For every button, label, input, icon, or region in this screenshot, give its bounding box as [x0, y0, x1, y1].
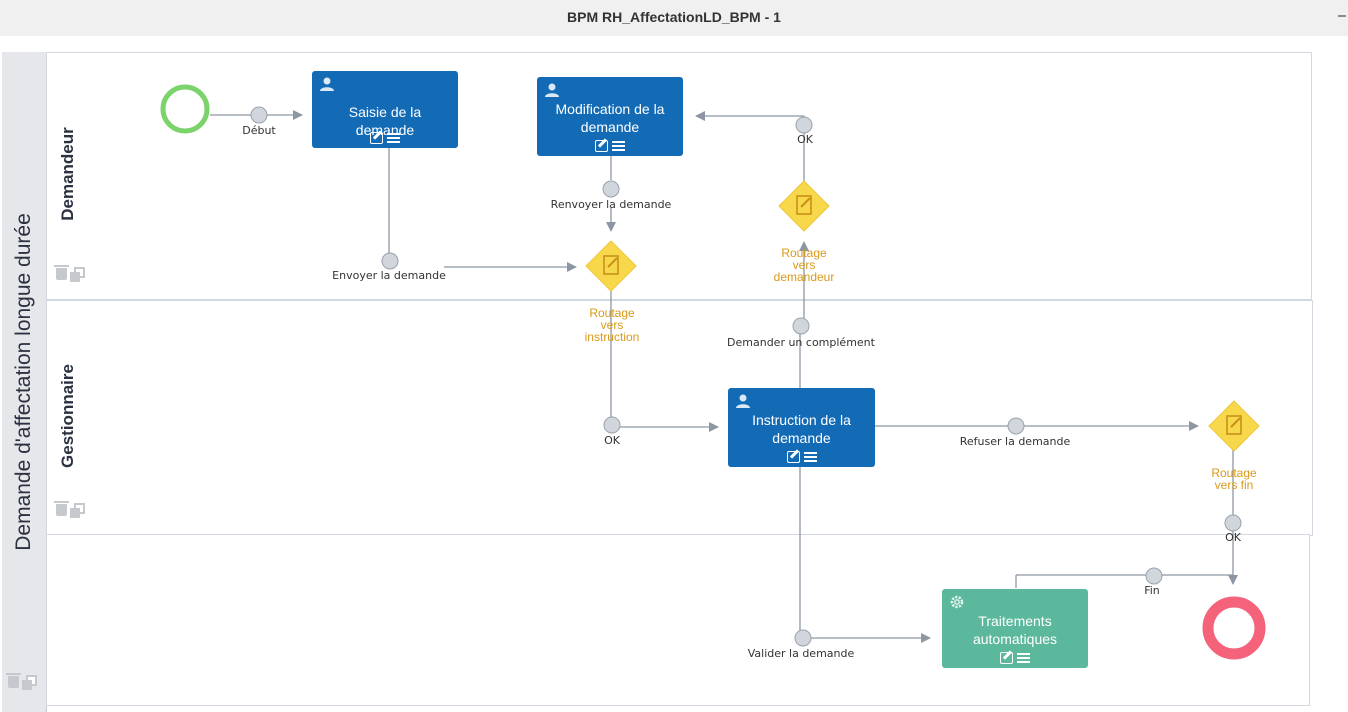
task-saisie[interactable]: Saisie de la demande	[312, 71, 458, 148]
lane-tools-gestionnaire	[54, 501, 92, 518]
flow-handle-debut	[250, 106, 268, 124]
flow-label-ok-modif: OK	[797, 133, 813, 146]
flow-label-complement: Demander un complément	[727, 336, 875, 349]
bpm-canvas[interactable]: Demande d'affectation longue durée Deman…	[0, 36, 1348, 712]
flow-handle-renvoyer	[602, 180, 620, 198]
menu-icon[interactable]	[1017, 652, 1030, 663]
flow-label-fin: Fin	[1144, 584, 1160, 597]
flow-handle-complement	[792, 317, 810, 335]
start-event	[160, 84, 210, 134]
task-modification[interactable]: Modification de la demande	[537, 77, 683, 156]
window-titlebar: BPM RH_AffectationLD_BPM - 1	[0, 0, 1348, 37]
lane-tools-systeme	[6, 673, 44, 690]
flow-label-valider: Valider la demande	[747, 647, 855, 660]
duplicate-icon[interactable]	[22, 675, 37, 690]
lane-systeme[interactable]	[46, 534, 1310, 706]
gateway-label-demandeur: Routage vers demandeur	[773, 246, 835, 284]
flow-connectors	[160, 84, 1266, 660]
flow-handle-ok-instr	[603, 416, 621, 434]
minimize-icon[interactable]	[1338, 15, 1346, 17]
task-label: Traitements automatiques	[972, 613, 1058, 647]
flow-handle-fin	[1145, 567, 1163, 585]
task-label: Instruction de la demande	[752, 412, 851, 446]
task-actions	[728, 449, 875, 463]
flow-handle-refuser	[1007, 417, 1025, 435]
trash-icon[interactable]	[6, 673, 21, 688]
edit-icon[interactable]	[370, 131, 383, 144]
user-icon	[320, 77, 334, 91]
flow-label-renvoyer: Renvoyer la demande	[550, 198, 672, 211]
task-actions	[537, 138, 683, 152]
gateway-fin	[1208, 400, 1260, 452]
menu-icon[interactable]	[387, 132, 400, 143]
menu-icon[interactable]	[612, 140, 625, 151]
lane-gestionnaire[interactable]	[46, 300, 1313, 536]
duplicate-icon[interactable]	[70, 503, 85, 518]
user-icon	[736, 394, 750, 408]
flow-label-ok-instr: OK	[604, 434, 620, 447]
gateway-instruction	[585, 240, 637, 292]
gateway-label-instruction: Routage vers instruction	[584, 306, 640, 344]
flow-handle-ok-fin	[1224, 514, 1242, 532]
gear-icon	[950, 595, 964, 609]
gateway-demandeur	[778, 180, 830, 232]
task-actions	[312, 130, 458, 144]
task-actions	[942, 650, 1088, 664]
lane-tools-demandeur	[54, 265, 92, 282]
edit-icon[interactable]	[595, 139, 608, 152]
edit-icon[interactable]	[786, 450, 800, 463]
flow-handle-envoyer	[381, 252, 399, 270]
trash-icon[interactable]	[54, 501, 69, 516]
flow-label-envoyer: Envoyer la demande	[332, 269, 446, 282]
menu-icon[interactable]	[803, 451, 817, 462]
window-title: BPM RH_AffectationLD_BPM - 1	[567, 9, 781, 25]
edit-icon[interactable]	[1000, 651, 1013, 664]
task-traitements[interactable]: Traitements automatiques	[942, 589, 1088, 668]
flow-label-debut: Début	[242, 124, 276, 137]
task-instruction[interactable]: Instruction de la demande	[728, 388, 875, 467]
trash-icon[interactable]	[54, 265, 69, 280]
gateway-label-fin: Routage vers fin	[1211, 466, 1257, 492]
user-icon	[545, 83, 559, 97]
task-label: Modification de la demande	[555, 101, 665, 135]
duplicate-icon[interactable]	[70, 267, 85, 282]
flow-label-refuser: Refuser la demande	[959, 435, 1071, 448]
end-event	[1202, 596, 1266, 660]
flow-handle-ok-modif	[795, 116, 813, 134]
flow-label-ok-fin: OK	[1225, 531, 1241, 544]
flow-handle-valider	[794, 629, 812, 647]
